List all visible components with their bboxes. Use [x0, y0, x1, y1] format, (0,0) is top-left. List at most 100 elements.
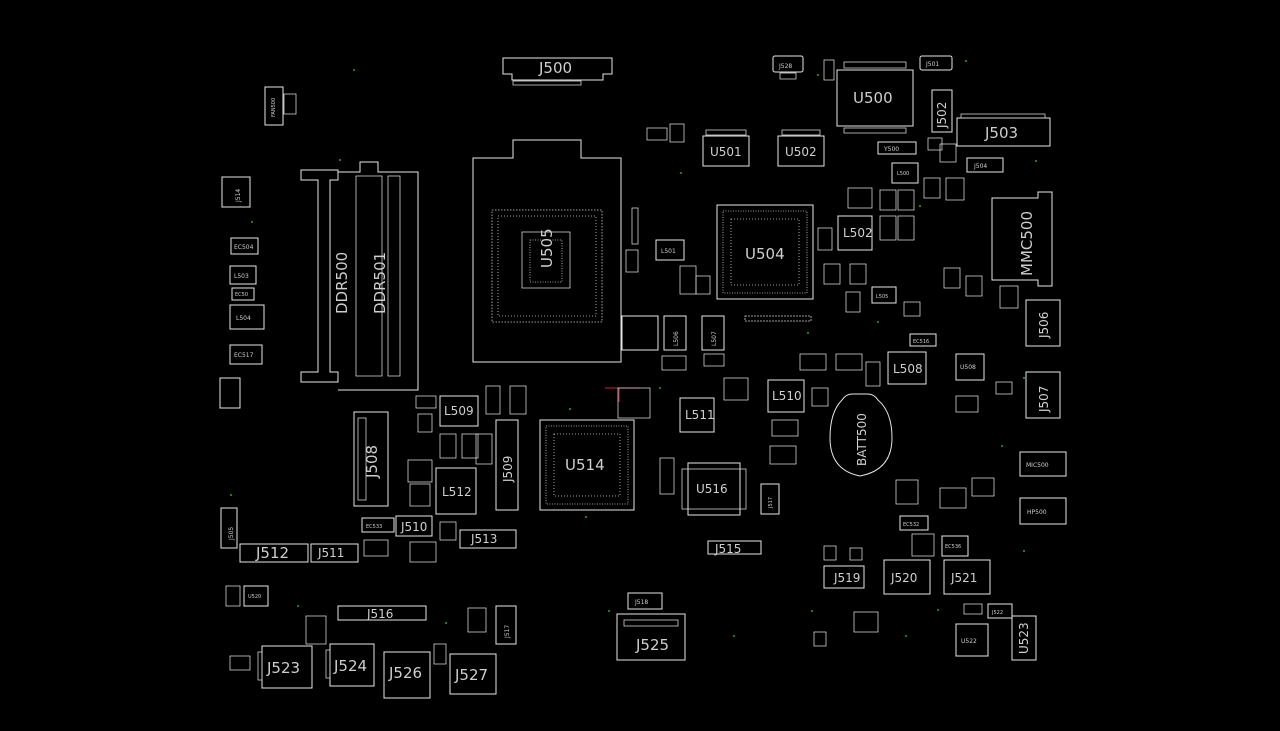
j521-label: J521: [950, 571, 977, 585]
connector-j519[interactable]: J519: [823, 565, 865, 589]
block-ec514[interactable]: [621, 315, 659, 351]
connector-j516[interactable]: J516: [337, 605, 427, 621]
u505-label: U505: [538, 228, 556, 268]
inductor-l511[interactable]: L511: [679, 397, 715, 433]
chip-u508[interactable]: U508: [955, 353, 985, 381]
inductor-l500[interactable]: L500: [891, 162, 919, 184]
connector-left-small[interactable]: [219, 377, 241, 409]
l502-label: L502: [843, 226, 873, 240]
chip-u501[interactable]: U501: [702, 129, 750, 167]
connector-j501[interactable]: J501: [919, 55, 953, 71]
connector-j518[interactable]: J518: [627, 592, 663, 610]
l505-label: L505: [876, 294, 888, 300]
chip-u516[interactable]: U516: [681, 462, 747, 516]
memory-slot-ddr500[interactable]: DDR500: [300, 161, 419, 391]
u516-label: U516: [696, 482, 728, 496]
connector-j506[interactable]: J506: [1025, 299, 1061, 347]
connector-j510[interactable]: J510: [395, 515, 433, 537]
mic500-label: MIC500: [1026, 462, 1049, 469]
inductor-l502[interactable]: L502: [837, 215, 873, 251]
coin-battery-batt500[interactable]: BATT500: [829, 393, 893, 477]
port-j527[interactable]: J527: [449, 653, 497, 695]
microphone-mic500[interactable]: MIC500: [1019, 451, 1067, 477]
cap-ec536[interactable]: EC536: [941, 535, 969, 557]
connector-j500[interactable]: J500: [502, 57, 613, 86]
j516-label: J516: [366, 607, 393, 621]
u500-label: U500: [853, 89, 893, 107]
l504-label: L504: [236, 315, 251, 322]
j511-label: J511: [317, 546, 344, 560]
l507-label: L507: [711, 331, 718, 346]
ec516-label: EC516: [913, 339, 929, 345]
cap-ec517[interactable]: EC517: [229, 344, 263, 365]
inductor-l512[interactable]: L512: [435, 467, 477, 515]
j502-label: J502: [935, 102, 949, 129]
inductor-l501[interactable]: L501: [655, 239, 685, 261]
connector-j522[interactable]: J522: [987, 603, 1013, 619]
connector-j505[interactable]: J505: [220, 507, 238, 549]
port-j524[interactable]: J524: [325, 643, 375, 687]
inductor-l507[interactable]: L507: [701, 315, 725, 351]
j517-label: J517: [504, 625, 511, 639]
connector-j521[interactable]: J521: [943, 559, 991, 595]
j506-label: J506: [1037, 312, 1051, 339]
fan-connector[interactable]: FAN500: [264, 86, 297, 126]
connector-j512[interactable]: J512: [239, 543, 309, 563]
connector-j503[interactable]: J503: [956, 113, 1051, 147]
connector-j520[interactable]: J520: [883, 559, 931, 595]
chip-u522[interactable]: U522: [955, 623, 989, 657]
cap-ec504[interactable]: EC504: [230, 237, 259, 255]
connector-j525[interactable]: J525: [616, 613, 686, 661]
card-reader-mmc500[interactable]: MMC500: [991, 191, 1053, 287]
connector-j509[interactable]: J509: [495, 419, 519, 511]
connector-j508[interactable]: J508: [353, 411, 389, 507]
j504-label: J504: [973, 163, 987, 170]
j507-label: J507: [1037, 386, 1051, 413]
connector-u523[interactable]: U523: [1011, 615, 1037, 661]
inductor-l504[interactable]: L504: [229, 304, 265, 330]
l503-label: L503: [234, 273, 249, 280]
j505-label: J505: [228, 527, 235, 541]
j500-label: J500: [538, 59, 572, 77]
memory-slot-ddr501[interactable]: DDR501: [355, 175, 401, 377]
crystal-y500[interactable]: Y500: [877, 141, 917, 155]
inductor-l508[interactable]: L508: [887, 351, 927, 385]
inductor-l506[interactable]: L506: [663, 315, 687, 351]
cpu-socket-u505[interactable]: U505: [472, 139, 622, 363]
connector-j528[interactable]: J528: [772, 55, 804, 80]
connector-j511[interactable]: J511: [310, 543, 359, 563]
port-j523[interactable]: J523: [257, 645, 313, 689]
u501-label: U501: [710, 145, 742, 159]
connector-j515[interactable]: J515: [707, 540, 762, 556]
j508-label: J508: [363, 445, 381, 479]
cap-ec50[interactable]: EC50: [231, 287, 255, 301]
chip-u514[interactable]: U514: [539, 419, 635, 511]
cap-ec516[interactable]: EC516: [909, 333, 937, 347]
small-j517[interactable]: J517: [760, 483, 780, 515]
inductor-l503[interactable]: L503: [229, 265, 257, 285]
j513-label: J513: [470, 532, 497, 546]
j524-label: J524: [333, 657, 367, 675]
via-markers: [230, 60, 1037, 637]
chip-u504[interactable]: U504: [716, 204, 814, 300]
batt500-label: BATT500: [855, 413, 869, 466]
connector-j502[interactable]: J502: [931, 89, 953, 133]
chip-u502[interactable]: U502: [777, 129, 825, 167]
y500-label: Y500: [883, 146, 899, 153]
connector-j514[interactable]: J514: [221, 176, 251, 208]
chip-u500[interactable]: U500: [836, 61, 914, 134]
chip-u520[interactable]: U520: [243, 585, 269, 607]
cap-ec533[interactable]: EC533: [361, 517, 395, 533]
connector-j517[interactable]: J517: [495, 605, 517, 645]
l501-label: L501: [661, 248, 676, 255]
connector-j504[interactable]: J504: [966, 157, 1004, 173]
j517s-label: J517: [768, 497, 774, 509]
inductor-l510[interactable]: L510: [767, 379, 805, 413]
cap-ec532[interactable]: EC532: [899, 515, 929, 531]
inductor-l505[interactable]: L505: [871, 286, 897, 304]
connector-j507[interactable]: J507: [1025, 371, 1061, 419]
headphone-hp500[interactable]: HP500: [1019, 497, 1067, 525]
connector-j513[interactable]: J513: [459, 529, 517, 549]
inductor-l509[interactable]: L509: [439, 395, 479, 427]
port-j526[interactable]: J526: [383, 651, 431, 699]
